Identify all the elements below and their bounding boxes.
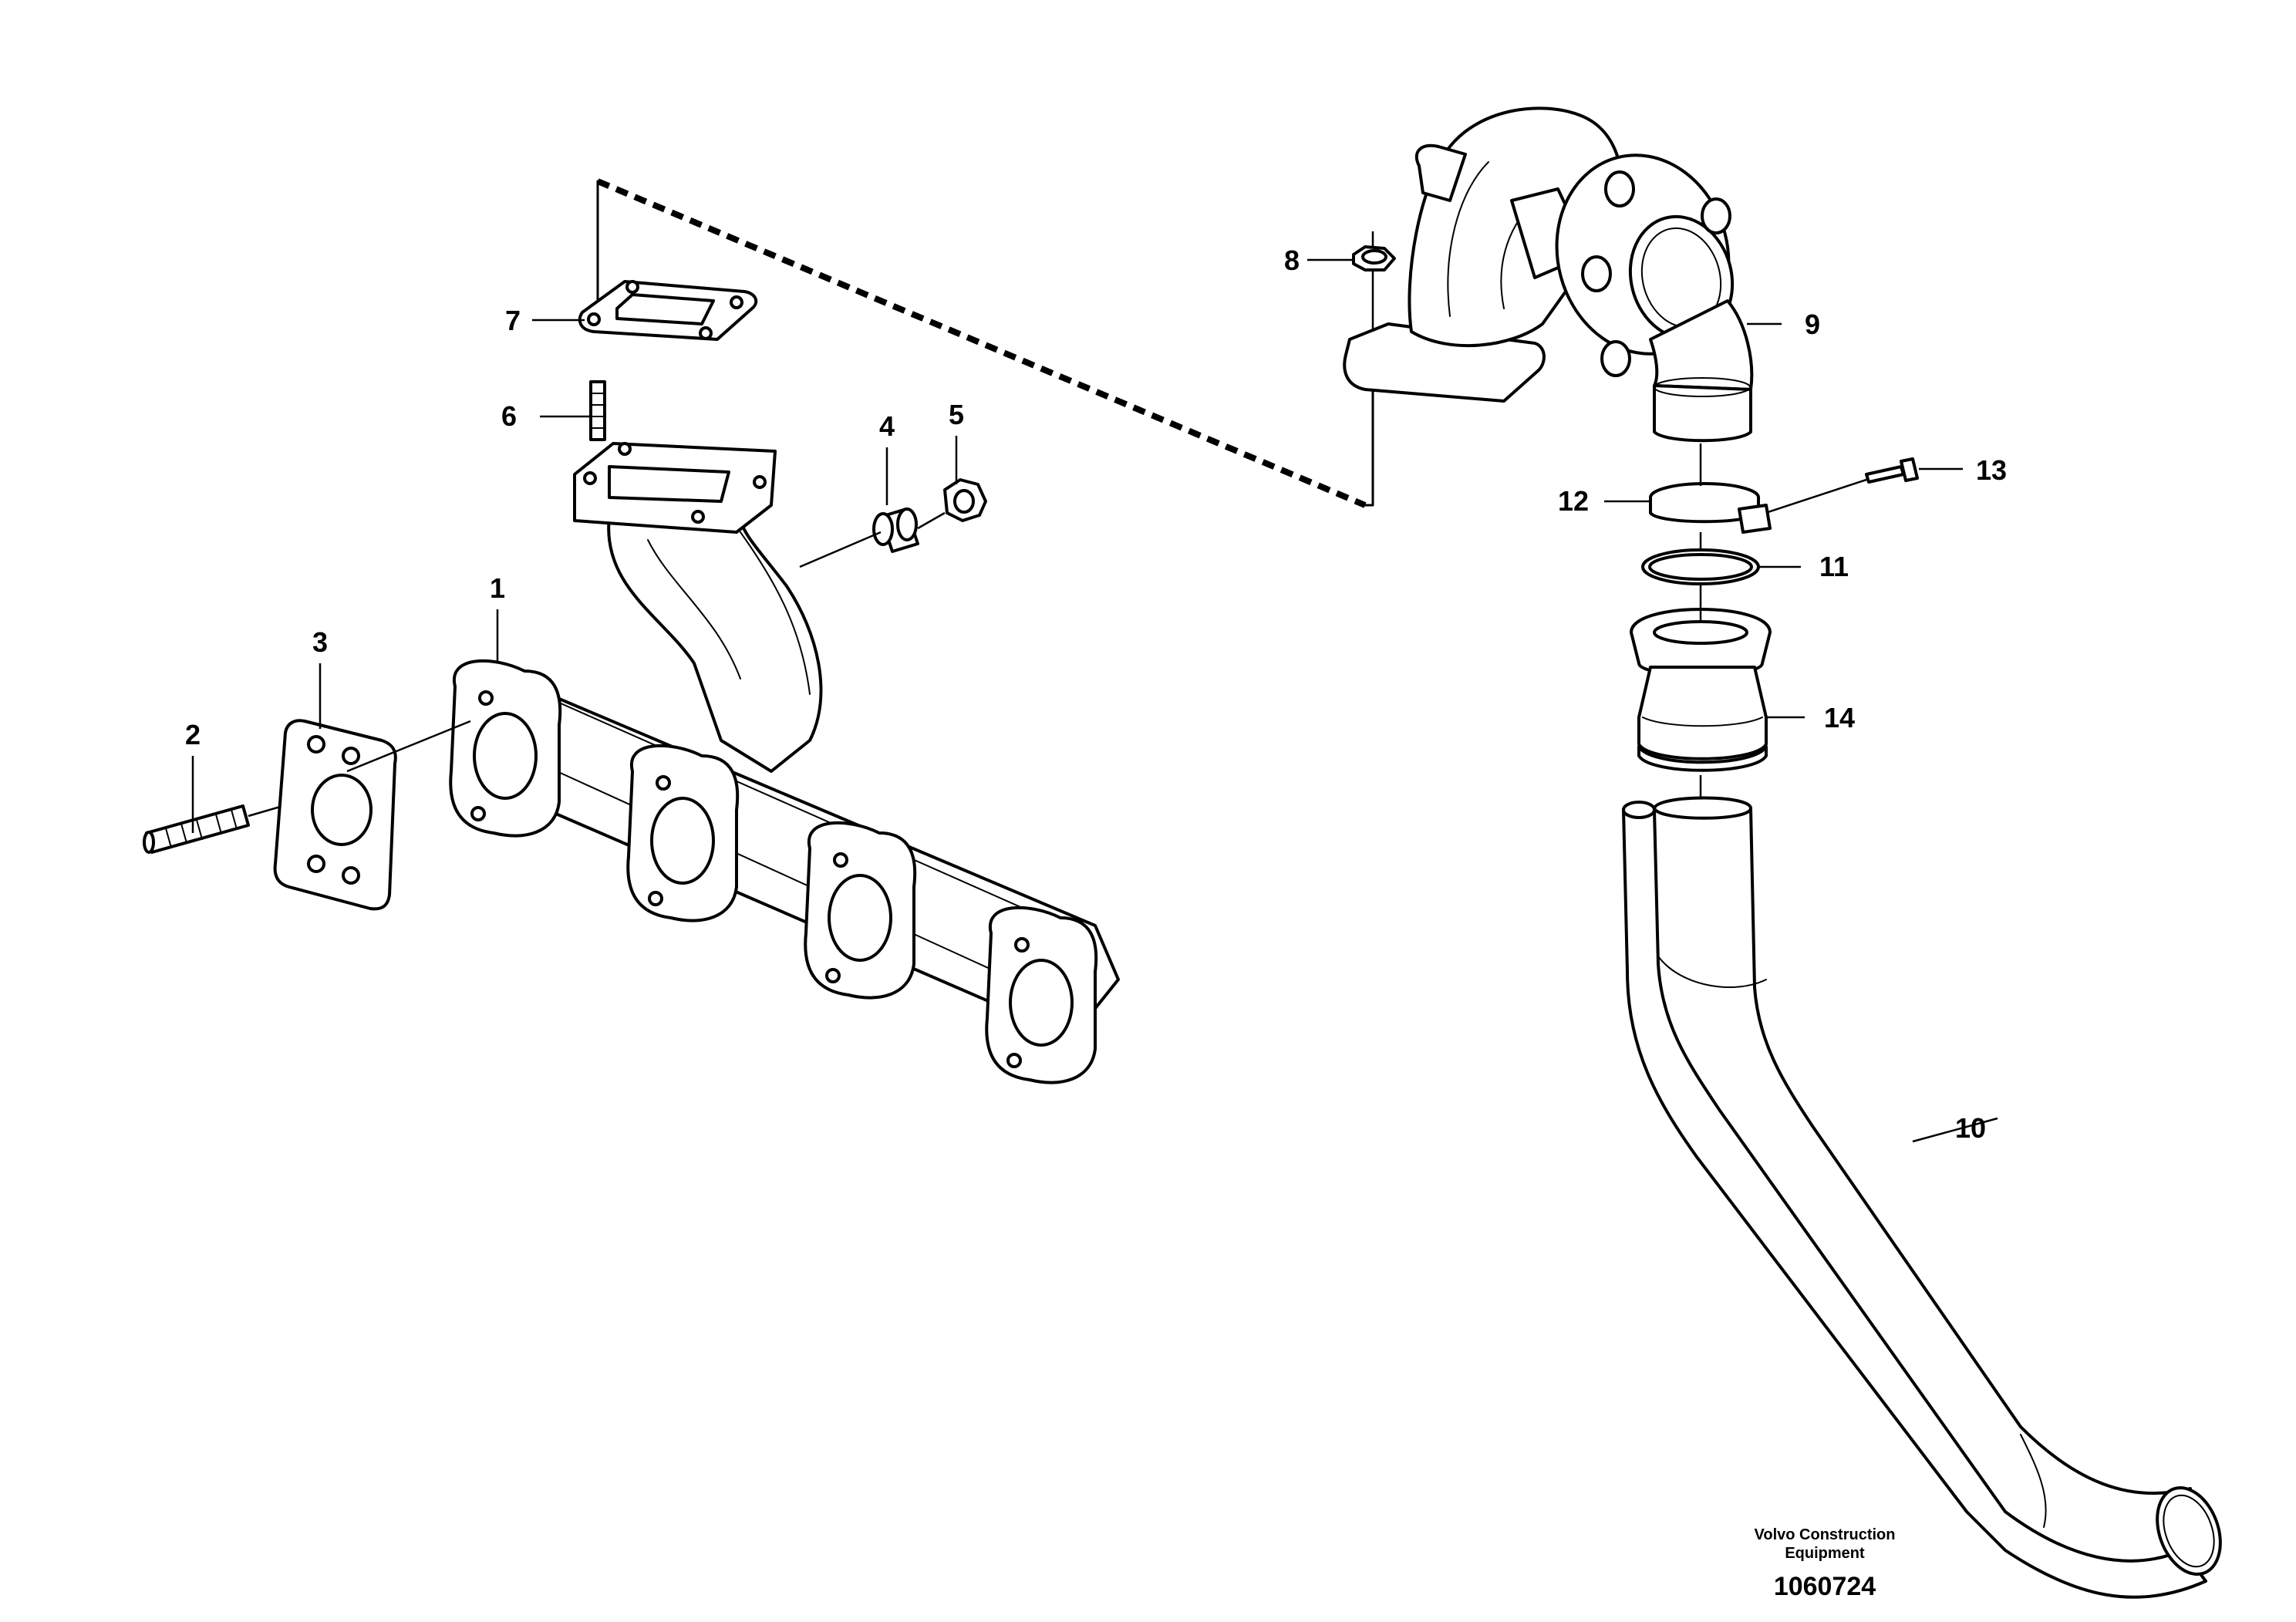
spacer-sleeve bbox=[872, 508, 919, 553]
caption-company-line-2: Equipment bbox=[1785, 1545, 1865, 1562]
pipe-adapter bbox=[1630, 608, 1772, 772]
caption-company-line-1: Volvo Construction bbox=[1755, 1526, 1896, 1543]
flange-stud bbox=[589, 380, 606, 441]
figure-number: 1060724 bbox=[1774, 1572, 1876, 1601]
leader-lines bbox=[191, 258, 1998, 1143]
label-part-12: 12 bbox=[1558, 485, 1589, 517]
exhaust-manifold bbox=[449, 442, 1120, 1084]
figure-caption: Volvo Construction Equipment 1060724 bbox=[1755, 1526, 1896, 1601]
label-part-9: 9 bbox=[1805, 309, 1820, 340]
label-part-8: 8 bbox=[1284, 244, 1300, 276]
turbo-flange-gasket bbox=[578, 280, 758, 341]
label-part-7: 7 bbox=[505, 305, 521, 336]
exhaust-pipe bbox=[1622, 796, 2222, 1599]
label-part-4: 4 bbox=[879, 410, 895, 442]
turbo-nut bbox=[1352, 231, 1396, 339]
stud bbox=[143, 781, 363, 854]
label-part-6: 6 bbox=[501, 400, 517, 432]
hose-clamp bbox=[1649, 482, 1772, 534]
label-part-5: 5 bbox=[949, 399, 964, 430]
label-part-13: 13 bbox=[1976, 454, 2007, 486]
label-part-1: 1 bbox=[490, 572, 505, 604]
label-part-10: 10 bbox=[1955, 1112, 1986, 1144]
label-part-2: 2 bbox=[185, 719, 201, 750]
o-ring bbox=[1641, 548, 1760, 585]
clamp-bolt bbox=[1758, 457, 1919, 517]
label-part-3: 3 bbox=[312, 626, 328, 658]
label-part-11: 11 bbox=[1819, 551, 1849, 582]
part-number-labels: 1 2 3 4 5 6 7 8 9 10 11 12 13 14 bbox=[185, 244, 2007, 1144]
turbocharger bbox=[1343, 106, 1754, 443]
label-part-14: 14 bbox=[1824, 702, 1855, 733]
flange-nut bbox=[799, 478, 987, 568]
manifold-gasket bbox=[273, 719, 471, 911]
